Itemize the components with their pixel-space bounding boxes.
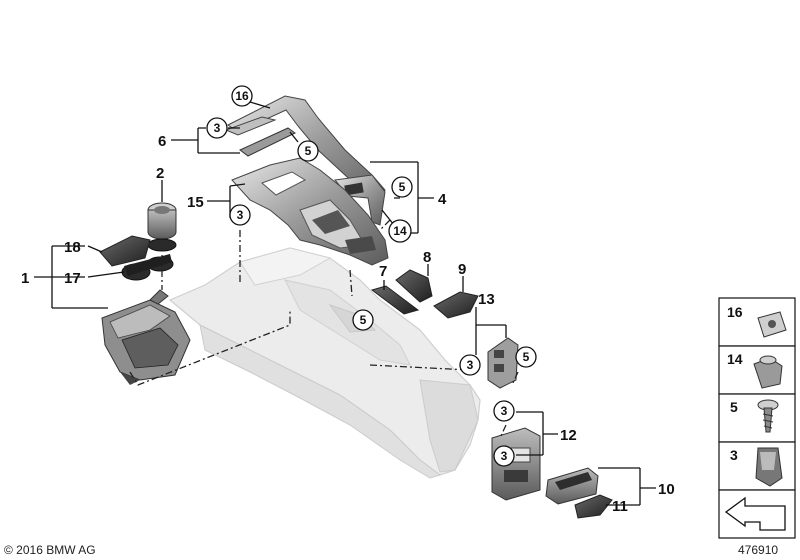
callout-11: 11 [612, 498, 628, 515]
leader-lines [34, 101, 656, 506]
circle-callout-3-b: 3 [237, 208, 244, 222]
callout-12: 12 [560, 427, 577, 444]
callout-7: 7 [379, 263, 387, 280]
part-7-strip [370, 285, 420, 315]
circle-callout-3-c: 3 [467, 358, 474, 372]
callout-2: 2 [156, 165, 164, 182]
callout-10: 10 [658, 481, 675, 498]
part-1-holder [101, 289, 191, 385]
screw-5-icon [757, 399, 779, 433]
part-13-switch-panel [487, 337, 519, 389]
clip-16-icon [757, 311, 787, 338]
circle-callout-5-a: 5 [305, 144, 312, 158]
circled-callouts: 16 3 5 3 5 14 5 3 5 3 3 [206, 85, 537, 467]
part-11-tray-mat [574, 494, 613, 519]
circle-callout-3-e: 3 [501, 449, 508, 463]
part-9-pad [433, 291, 479, 319]
part-2-cup-insert [147, 202, 177, 252]
legend-arrow-icon [724, 496, 786, 531]
callouts: 1 2 4 6 7 8 9 10 11 12 13 15 17 18 [21, 133, 675, 515]
clip-3-icon [755, 447, 783, 487]
part-18-mat [99, 235, 151, 267]
circle-callout-3-d: 3 [501, 404, 508, 418]
circle-callout-3-a: 3 [214, 121, 221, 135]
part-8-pad [395, 269, 433, 303]
legend-5: 5 [730, 399, 738, 415]
circle-callout-16: 16 [235, 89, 249, 103]
callout-17: 17 [64, 270, 81, 287]
legend-14: 14 [727, 351, 743, 367]
callout-8: 8 [423, 249, 431, 266]
copyright-text: © 2016 BMW AG [4, 543, 96, 557]
part-15-trim-panel [231, 157, 389, 266]
callout-9: 9 [458, 261, 466, 278]
callout-1: 1 [21, 270, 29, 287]
clip-14-icon [753, 355, 783, 389]
callout-4: 4 [438, 191, 447, 208]
callout-13: 13 [478, 291, 495, 308]
circle-callout-5-b: 5 [399, 180, 406, 194]
circle-callout-5-d: 5 [523, 350, 530, 364]
callout-6: 6 [158, 133, 166, 150]
callout-18: 18 [64, 239, 81, 256]
part-10-tray [545, 467, 599, 505]
part-6-trim-strip [224, 116, 296, 157]
diagram-id: 476910 [738, 543, 778, 557]
legend-3: 3 [730, 447, 738, 463]
circle-callout-5-c: 5 [360, 313, 367, 327]
center-console-body [168, 247, 481, 479]
assembly-lines [129, 219, 519, 439]
circle-callout-14: 14 [393, 224, 407, 238]
callout-15: 15 [187, 194, 204, 211]
legend-16: 16 [727, 304, 743, 320]
fastener-legend: 16 14 5 3 [718, 297, 796, 539]
